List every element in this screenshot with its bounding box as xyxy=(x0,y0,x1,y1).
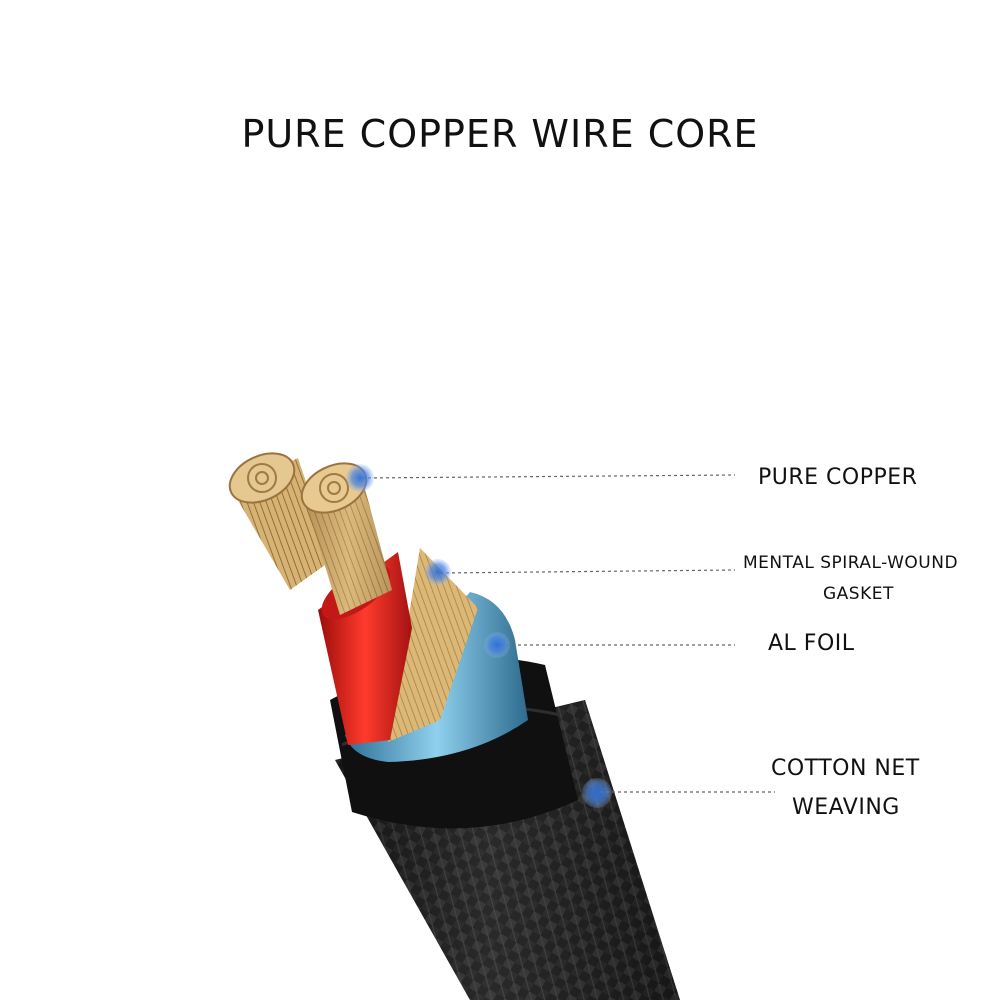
label-pure-copper: PURE COPPER xyxy=(758,465,918,490)
marker-cotton xyxy=(582,778,612,808)
label-al-foil: AL FOIL xyxy=(768,631,855,656)
marker-gasket xyxy=(425,559,451,585)
leader-line-copper xyxy=(361,474,736,479)
leader-line-gasket xyxy=(439,569,736,574)
label-cotton-line2: WEAVING xyxy=(792,795,900,820)
diagram-title: PURE COPPER WIRE CORE xyxy=(241,112,759,156)
label-cotton-line1: COTTON NET xyxy=(771,756,920,781)
label-gasket-line2: GASKET xyxy=(823,584,894,604)
marker-copper xyxy=(346,464,374,492)
label-gasket-line1: MENTAL SPIRAL-WOUND xyxy=(743,553,959,573)
marker-foil xyxy=(484,632,510,658)
spiral-gasket xyxy=(388,548,478,742)
